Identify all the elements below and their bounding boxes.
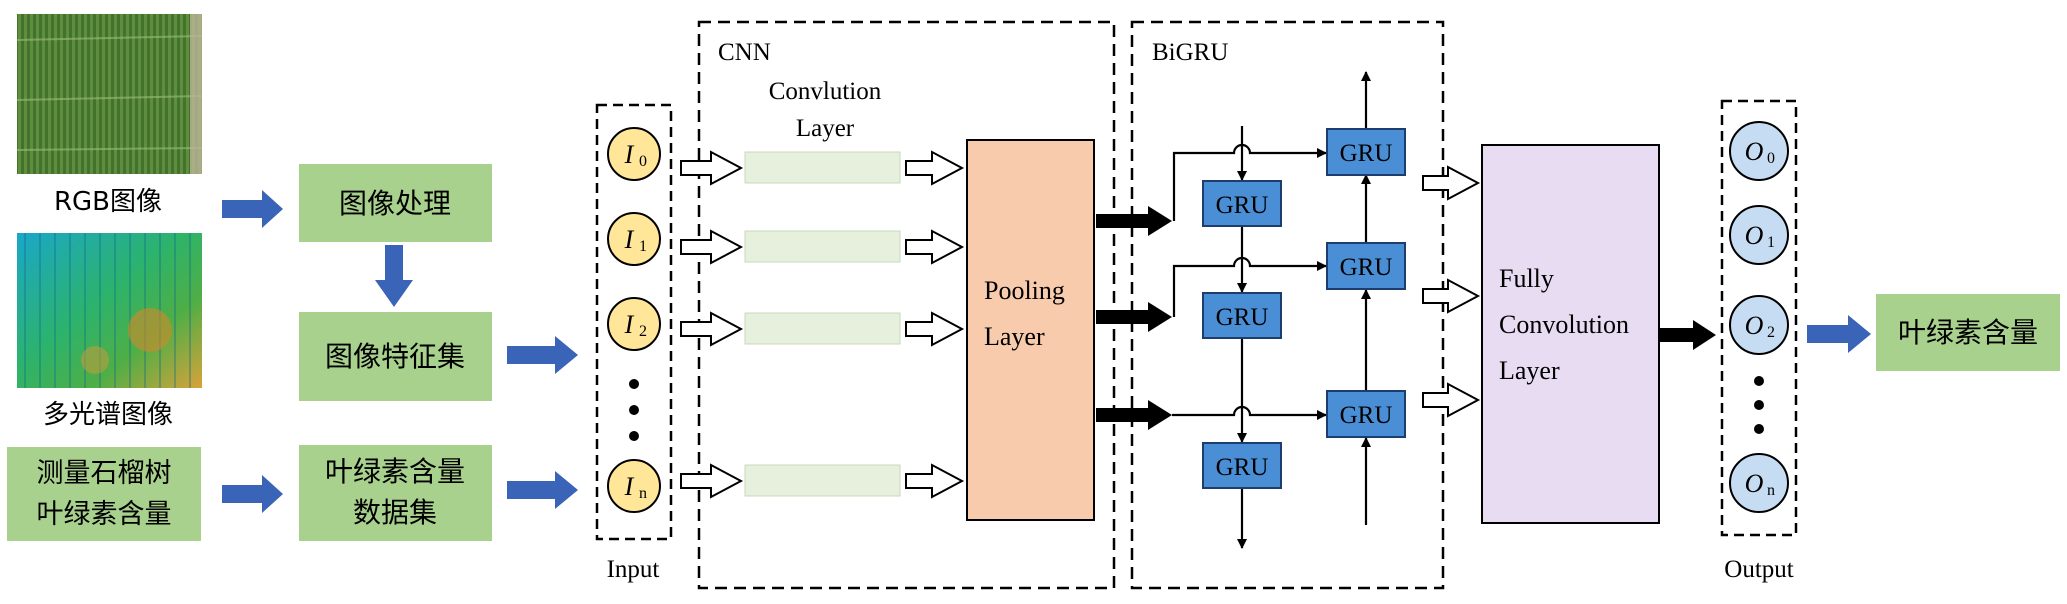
input-node-n-main: I: [624, 472, 635, 501]
input-node-n-sub: n: [639, 485, 647, 502]
multispectral-label: 多光谱图像: [43, 400, 173, 430]
input-layer-frame: [595, 103, 673, 541]
rgb-label: RGB图像: [54, 187, 162, 217]
fc-line1: Fully: [1499, 264, 1554, 293]
input-node-1: I 1: [607, 212, 661, 266]
fc-line3: Layer: [1499, 356, 1560, 385]
input-node-2-sub: 2: [639, 323, 647, 340]
output-layer-frame: [1720, 99, 1798, 537]
image-processing-box: 图像处理: [299, 164, 492, 242]
gru-backward-3-label: GRU: [1340, 402, 1393, 429]
arrow-dataset-to-input: [507, 471, 578, 509]
output-node-1-sub: 1: [1767, 234, 1775, 251]
conv-bar-1: [744, 230, 901, 263]
arrow-rgb-to-processing: [222, 190, 283, 228]
output-node-n: O n: [1729, 453, 1789, 513]
hollow-arrows-cnn: [680, 150, 965, 499]
output-node-0-main: O: [1745, 137, 1764, 166]
feature-set-box: 图像特征集: [299, 312, 492, 401]
bigru-title: BiGRU: [1152, 39, 1228, 66]
bigru-frame: [1130, 20, 1445, 590]
arrow-measure-to-dataset: [222, 475, 283, 513]
input-node-2: I 2: [607, 297, 661, 351]
input-node-0-main: I: [624, 140, 635, 169]
gru-forward-3-label: GRU: [1216, 454, 1269, 481]
gru-forward-3: GRU: [1202, 442, 1282, 489]
fc-line2: Convolution: [1499, 310, 1629, 339]
input-ellipsis: [629, 379, 639, 441]
dataset-box: 叶绿素含量 数据集: [299, 445, 492, 541]
blue-arrows: [222, 190, 1871, 513]
input-node-0-sub: 0: [639, 153, 647, 170]
result-label: 叶绿素含量: [1898, 316, 2038, 349]
conv-label-line2: Layer: [796, 115, 855, 142]
pooling-line1: Pooling: [984, 276, 1065, 305]
gru-forward-1-label: GRU: [1216, 192, 1269, 219]
fully-convolution-layer: Fully Convolution Layer: [1481, 144, 1660, 524]
gru-backward-1: GRU: [1326, 128, 1406, 176]
measure-line1: 测量石榴树: [37, 458, 172, 489]
output-node-0: O 0: [1729, 121, 1789, 181]
output-node-n-main: O: [1745, 469, 1764, 498]
input-node-0: I 0: [607, 127, 661, 181]
pooling-line2: Layer: [984, 322, 1045, 351]
input-node-n: I n: [607, 459, 661, 513]
output-node-2-main: O: [1745, 311, 1764, 340]
gru-forward-1: GRU: [1202, 180, 1282, 227]
output-label: Output: [1724, 556, 1794, 583]
gru-cells: GRU GRU GRU GRU GRU GRU: [1202, 128, 1406, 489]
output-node-2: O 2: [1729, 295, 1789, 355]
measure-box: 测量石榴树 叶绿素含量: [7, 447, 201, 541]
multispectral-image: [17, 233, 202, 388]
input-node-1-sub: 1: [639, 238, 647, 255]
feature-set-label: 图像特征集: [325, 340, 465, 373]
output-node-2-sub: 2: [1767, 324, 1775, 341]
conv-bars: [744, 151, 901, 497]
output-ellipsis: [1754, 376, 1764, 434]
gru-backward-3: GRU: [1326, 390, 1406, 438]
gru-backward-2-label: GRU: [1340, 254, 1393, 281]
dataset-line1: 叶绿素含量: [325, 455, 465, 488]
conv-bar-0: [744, 151, 901, 184]
arrow-output-to-result: [1807, 315, 1871, 353]
bigru-connections: [1172, 71, 1371, 549]
conv-bar-n: [744, 464, 901, 497]
pooling-layer: Pooling Layer: [966, 139, 1095, 521]
input-node-1-main: I: [624, 225, 635, 254]
cnn-frame: [697, 20, 1116, 590]
arrow-features-to-input: [507, 336, 578, 374]
conv-bar-2: [744, 312, 901, 345]
thick-arrows: [1096, 206, 1716, 430]
hollow-arrows-fc: [1422, 165, 1481, 418]
output-node-1: O 1: [1729, 205, 1789, 265]
output-node-n-sub: n: [1767, 482, 1775, 499]
gru-backward-1-label: GRU: [1340, 140, 1393, 167]
rgb-image: [16, 14, 203, 174]
arrow-processing-down: [375, 245, 413, 307]
measure-line2: 叶绿素含量: [37, 499, 172, 530]
result-box: 叶绿素含量: [1876, 294, 2060, 371]
output-node-0-sub: 0: [1767, 150, 1775, 167]
gru-forward-2-label: GRU: [1216, 304, 1269, 331]
conv-label-line1: Convlution: [769, 78, 882, 105]
cnn-title: CNN: [718, 39, 771, 66]
gru-backward-2: GRU: [1326, 242, 1406, 290]
gru-forward-2: GRU: [1202, 292, 1282, 339]
input-node-2-main: I: [624, 310, 635, 339]
input-label: Input: [607, 556, 660, 583]
dataset-line2: 数据集: [353, 496, 437, 529]
image-processing-label: 图像处理: [339, 187, 451, 220]
output-node-1-main: O: [1745, 221, 1764, 250]
